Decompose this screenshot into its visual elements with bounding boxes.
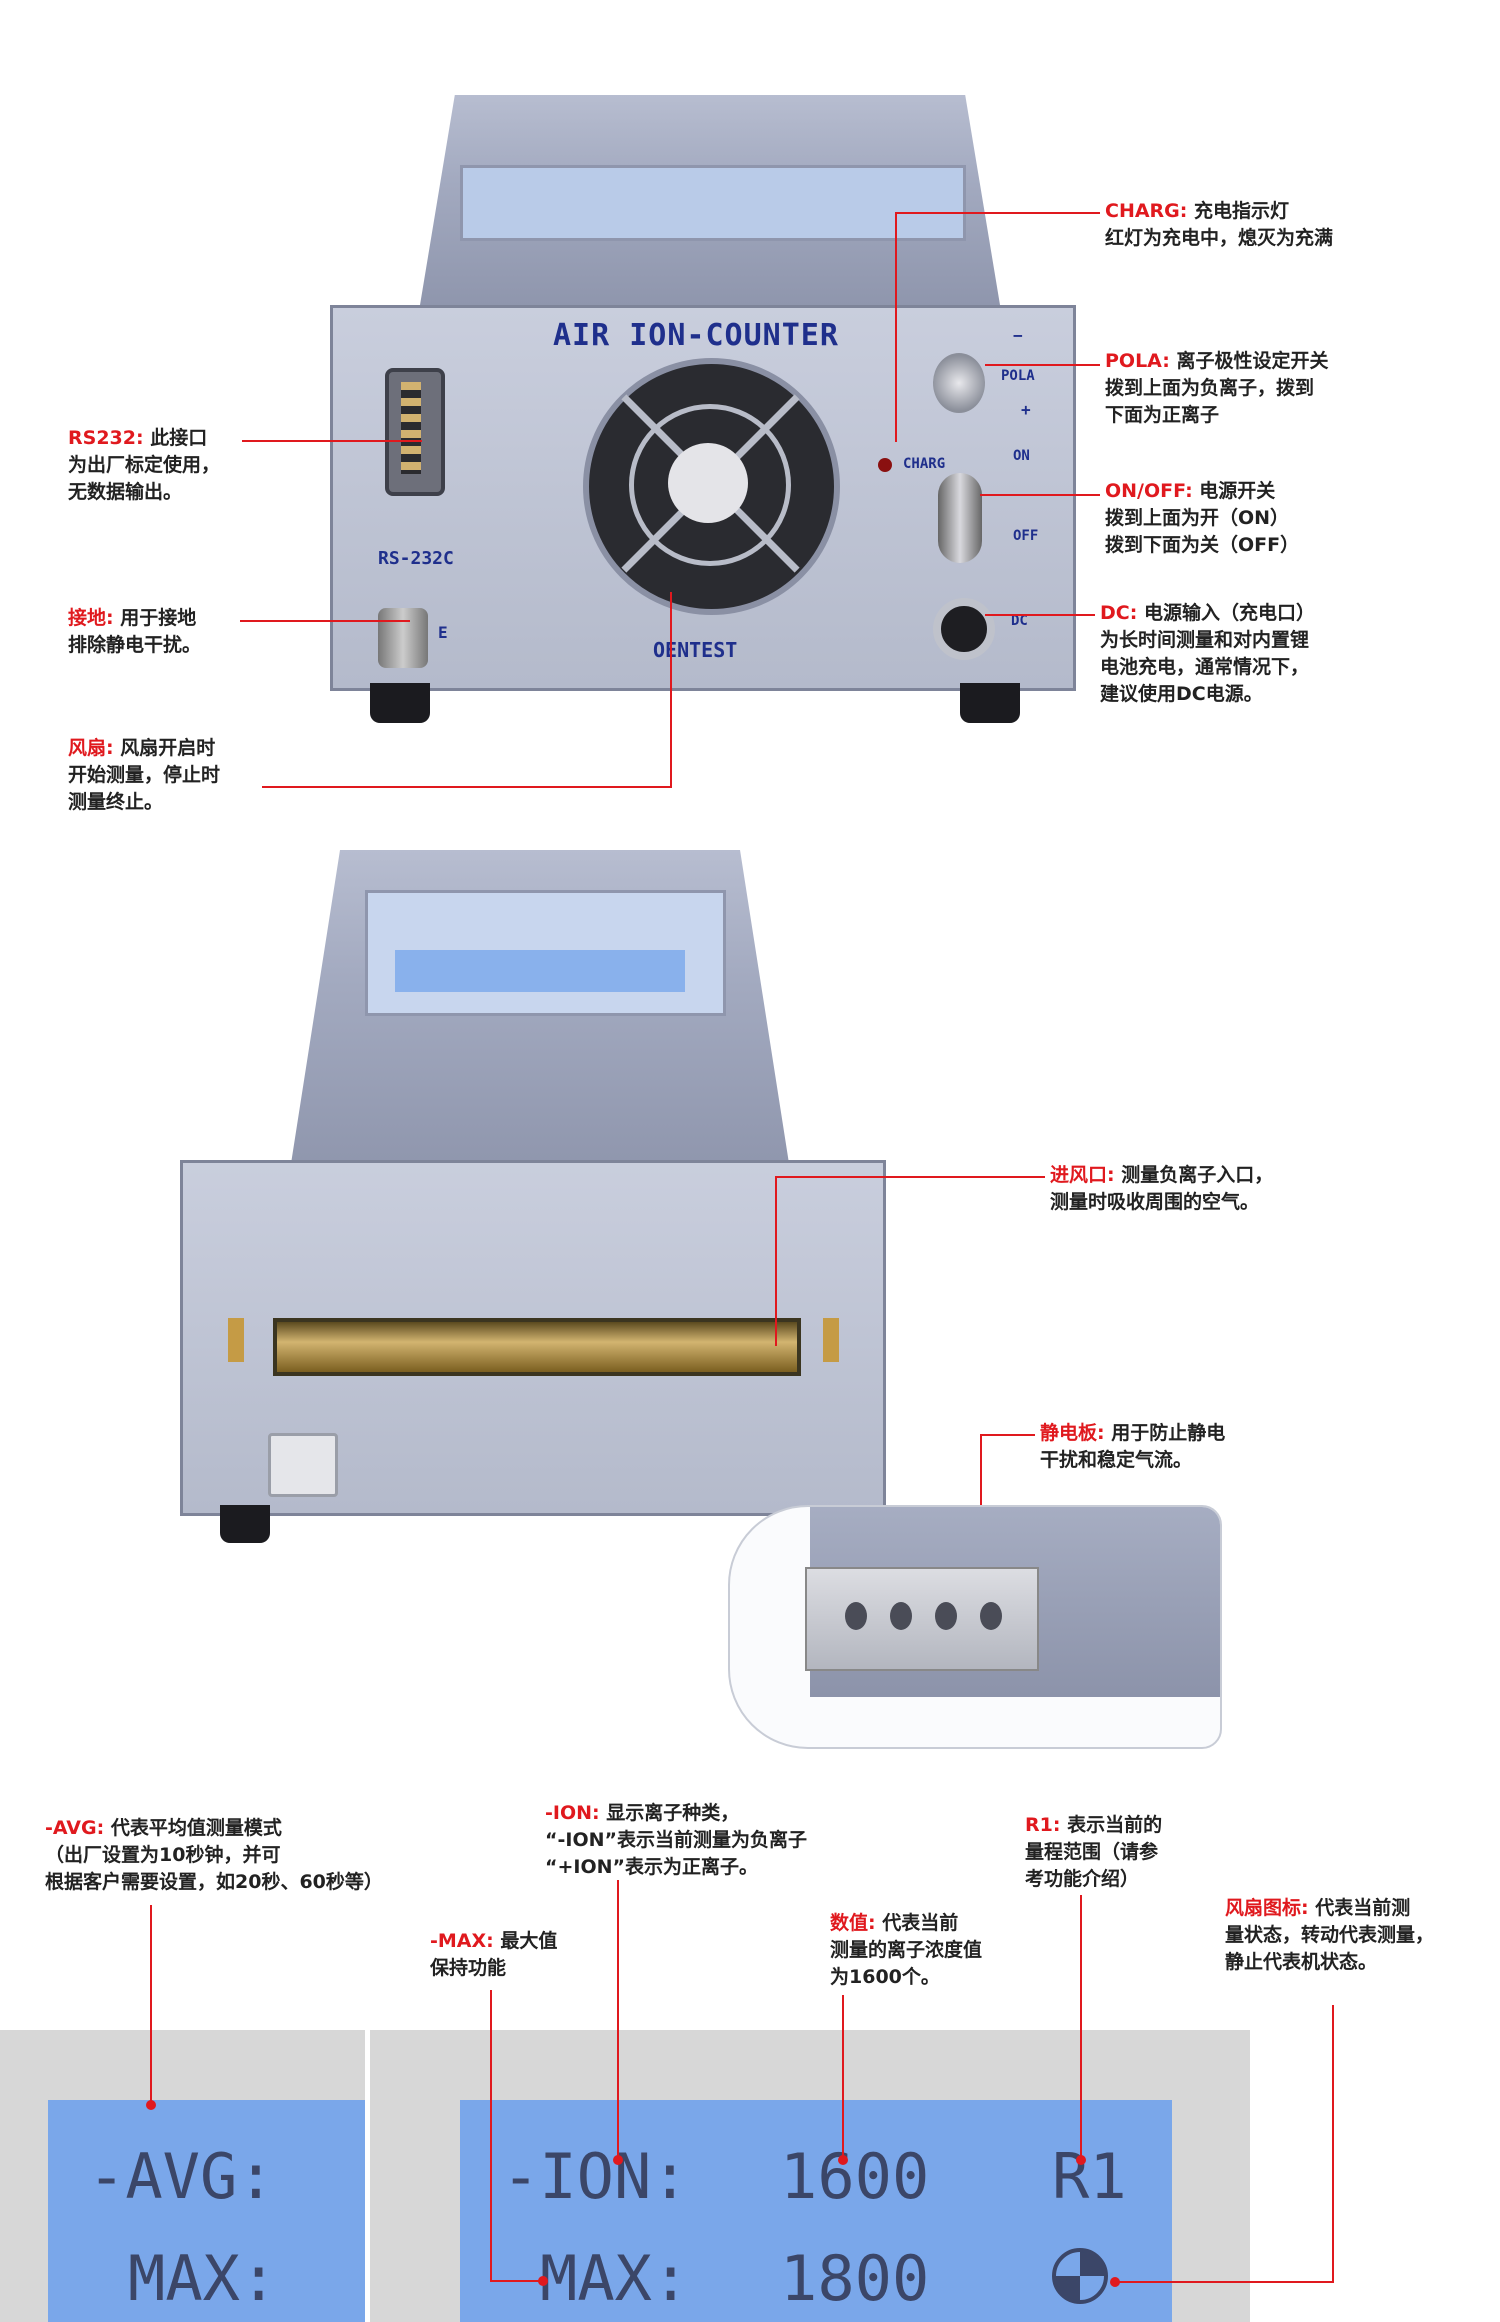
rs232-callout: RS232: 此接口 为出厂标定使用， 无数据输出。 [68,427,221,503]
pola-plus: + [1021,400,1031,419]
dc-line [985,614,1095,616]
rs232-pins [401,382,421,474]
lcd-max-value: 1800 [780,2242,930,2315]
pola-minus: − [1013,326,1023,345]
fanicon-line-h [1115,2281,1334,2283]
lcd-ion: -ION: [502,2140,689,2213]
ion-callout: -ION: 显示离子种类， “-ION”表示当前测量为负离子 “+ION”表示为… [545,1802,807,1878]
front-face: AIR ION-COUNTER RS-232C OENTEST E CHARG … [330,305,1076,691]
charg-callout: CHARG: 充电指示灯 红灯为充电中，熄灭为充满 [1105,200,1334,249]
fan-callout: 风扇: 风扇开启时 开始测量，停止时 测量终止。 [68,737,221,813]
rs232-line [242,440,422,442]
back-device [170,850,900,1550]
static-plate-inset [728,1505,1222,1749]
lcd-max: MAX: [540,2242,690,2315]
fan-line-v [670,592,672,788]
r1-dot [1076,2155,1086,2165]
rs232-label: RS-232C [378,548,454,569]
onoff-line [980,494,1100,496]
fanicon-line-v [1332,2005,1334,2283]
e-label: E [438,623,448,642]
onoff-callout: ON/OFF: 电源开关 拨到上面为开（ON） 拨到下面为关（OFF） [1105,480,1300,556]
on-label: ON [1013,448,1030,464]
lcd-ion-value: 1600 [780,2140,930,2213]
dc-jack [933,598,995,660]
value-dot [838,2155,848,2165]
pola-label: POLA [1001,368,1035,384]
standoff-left [228,1318,244,1362]
avg-callout: -AVG: 代表平均值测量模式 （出厂设置为10秒钟，并可 根据客户需要设置，如… [45,1817,383,1893]
inlet-callout: 进风口: 测量负离子入口， 测量时吸收周围的空气。 [1050,1164,1274,1213]
charge-led [878,458,892,472]
fanicon-callout: 风扇图标: 代表当前测 量状态，转动代表测量， 静止代表机状态。 [1225,1897,1435,1973]
value-callout: 数值: 代表当前 测量的离子浓度值 为1600个。 [830,1912,983,1988]
fan-status-icon [1052,2248,1108,2304]
brand-title: AIR ION-COUNTER [553,318,839,353]
foot-left-2 [220,1505,270,1543]
max-line-h [490,2280,540,2282]
standoff-right [823,1318,839,1362]
plate-hole-3 [935,1602,957,1630]
avg-line [150,1905,152,2105]
plate-line-h [980,1434,1035,1436]
max-callout: -MAX: 最大值 保持功能 [430,1930,558,1979]
brand-label: OENTEST [653,638,738,662]
r1-line [1080,1895,1082,2160]
air-inlet-slot [273,1318,801,1376]
value-line [842,1995,844,2160]
ground-callout: 接地: 用于接地 排除静电干扰。 [68,607,202,656]
ground-line [240,620,410,622]
back-face [180,1160,886,1516]
pola-callout: POLA: 离子极性设定开关 拨到上面为负离子，拨到 下面为正离子 [1105,350,1329,426]
top-display-window [460,165,966,241]
lcd-left-max: MAX: [128,2242,278,2315]
foot-right [960,683,1020,723]
fanicon-dot [1110,2277,1120,2287]
fan-grill [629,404,791,566]
plate-hole-1 [845,1602,867,1630]
lcd-screen-left: -AVG: MAX: [48,2100,365,2322]
fan-hub [668,443,748,523]
plate-hole-4 [980,1602,1002,1630]
off-label: OFF [1013,528,1039,544]
reset-button[interactable] [268,1433,338,1497]
max-dot [538,2276,548,2286]
top-display-lcd-2 [395,950,685,992]
power-switch[interactable] [938,473,982,563]
fan-line-h [262,786,672,788]
front-device: AIR ION-COUNTER RS-232C OENTEST E CHARG … [310,95,1090,725]
charg-line-h [895,212,1100,214]
charg-label: CHARG [903,456,946,472]
avg-dot [146,2100,156,2110]
charg-line-v [895,212,897,442]
lcd-range: R1 [1052,2140,1127,2213]
pola-switch[interactable] [933,353,985,413]
lcd-avg: -AVG: [88,2140,275,2213]
dc-callout: DC: 电源输入（充电口） 为长时间测量和对内置锂 电池充电，通常情况下， 建议… [1100,602,1315,705]
static-plate [805,1567,1039,1671]
plate-callout: 静电板: 用于防止静电 干扰和稳定气流。 [1040,1422,1226,1471]
ground-terminal [378,608,428,668]
inlet-line-h [775,1176,1045,1178]
ion-dot [613,2155,623,2165]
foot-left [370,683,430,723]
dc-label: DC [1011,613,1028,629]
r1-callout: R1: 表示当前的 量程范围（请参 考功能介绍） [1025,1814,1163,1890]
ion-line [617,1880,619,2160]
pola-line [985,364,1100,366]
inlet-line-v [775,1176,777,1346]
plate-hole-2 [890,1602,912,1630]
max-line-v [490,1990,492,2280]
lcd-screen-right: -ION: 1600 R1 MAX: 1800 [460,2100,1172,2322]
